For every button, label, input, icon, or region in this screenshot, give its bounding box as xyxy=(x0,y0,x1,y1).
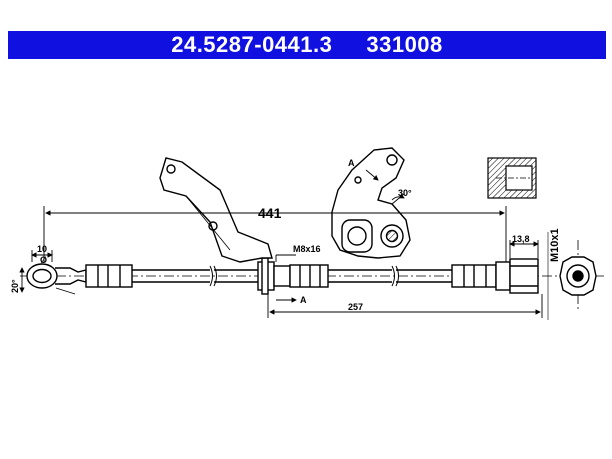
banjo-eye xyxy=(26,263,87,295)
dimension-lines xyxy=(19,169,549,320)
section-label-detail: A xyxy=(348,158,355,168)
end-length-label: 13,8 xyxy=(512,234,530,244)
end-view-fitting xyxy=(559,256,597,296)
overall-length-label: 441 xyxy=(258,205,282,221)
partial-length-label: 257 xyxy=(348,302,363,312)
title-bar: 24.5287-0441.3 331008 xyxy=(8,31,606,59)
eye-diameter-symbol: Ø xyxy=(40,255,47,265)
bracket-angle-label: 30° xyxy=(398,188,412,198)
thread-right-label: M10x1 xyxy=(549,228,561,262)
reference-number: 331008 xyxy=(366,32,443,57)
part-number: 24.5287-0441.3 xyxy=(171,32,333,57)
section-view-a xyxy=(331,147,411,259)
hose-body xyxy=(85,257,539,295)
eye-diameter-value: 10 xyxy=(37,244,47,254)
section-detail-hatched xyxy=(487,157,537,199)
mounting-bracket xyxy=(159,157,273,263)
thread-left-label: M8x16 xyxy=(293,244,321,254)
eye-angle-label: 20° xyxy=(10,279,20,293)
section-label-axis: A xyxy=(300,295,307,305)
